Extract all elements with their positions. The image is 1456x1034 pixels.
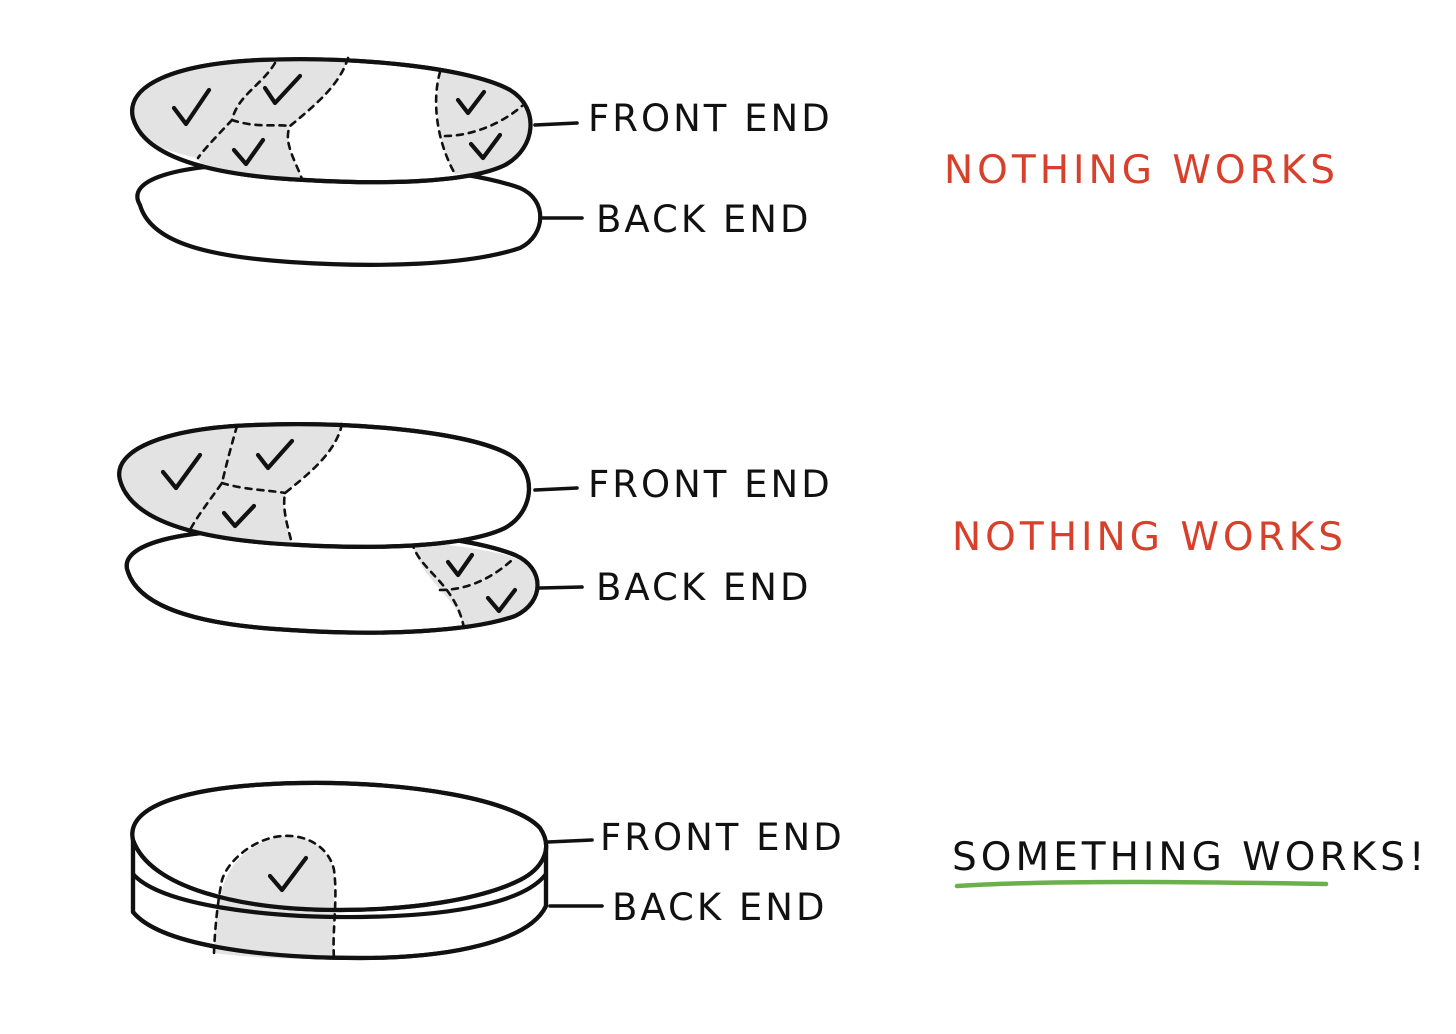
completed-region	[119, 424, 343, 544]
front-end-label: FRONT END	[588, 463, 833, 506]
front-end-layer	[117, 422, 532, 549]
back-end-label: BACK END	[612, 886, 827, 929]
verdict-text: NOTHING WORKS	[952, 515, 1347, 560]
scenario-2: FRONT END BACK END NOTHING WORKS	[117, 422, 1347, 635]
checkmark-icon	[267, 855, 309, 893]
stacked-layers	[130, 780, 549, 961]
scenario-1: FRONT END BACK END NOTHING WORKS	[130, 56, 1339, 267]
checkmark-icon	[231, 137, 266, 167]
checkmark-icon	[468, 132, 503, 161]
front-end-label: FRONT END	[600, 816, 845, 859]
scenario-3: FRONT END BACK END SOMETHING WORKS!	[130, 780, 1429, 961]
checkmark-icon	[485, 587, 518, 614]
front-end-label: FRONT END	[588, 97, 833, 140]
back-end-label: BACK END	[596, 198, 811, 241]
checkmark-icon	[255, 438, 295, 471]
checkmark-icon	[160, 452, 203, 491]
checkmark-icon	[171, 87, 212, 127]
checkmark-icon	[445, 552, 475, 578]
verdict-text: NOTHING WORKS	[944, 148, 1339, 193]
verdict-text: SOMETHING WORKS!	[952, 835, 1429, 880]
success-underline	[954, 879, 1329, 889]
front-end-layer	[130, 56, 533, 185]
checkmark-icon	[455, 89, 487, 116]
checkmark-icon	[262, 73, 303, 106]
checkmark-icon	[221, 503, 257, 529]
back-end-label: BACK END	[596, 566, 811, 609]
completed-region	[132, 58, 348, 179]
completed-region	[437, 72, 531, 174]
